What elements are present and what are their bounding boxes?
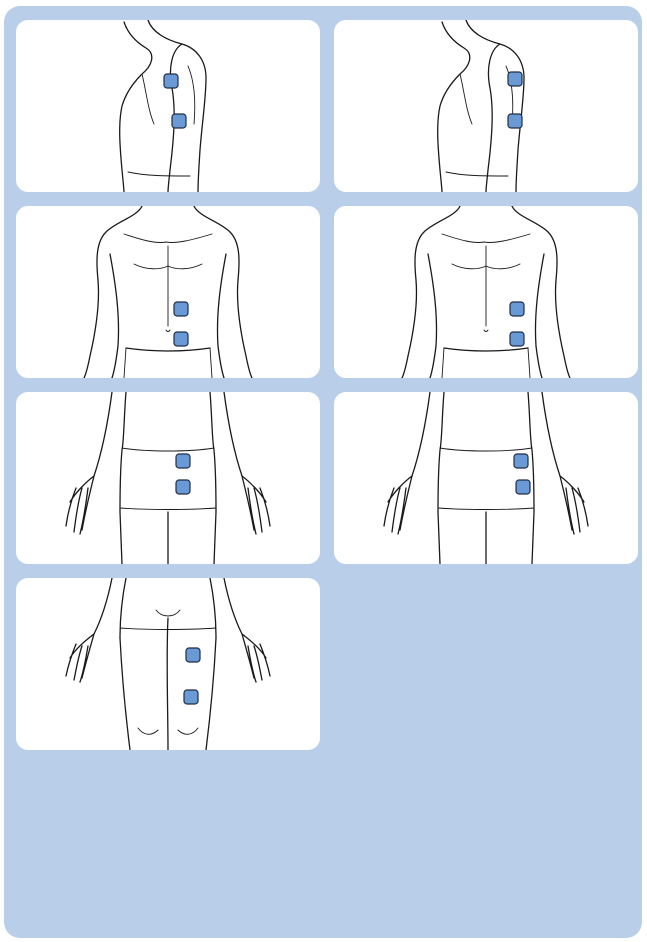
electrode-pad [510,302,524,316]
electrode-pad [174,332,188,346]
electrode-pad [184,690,198,704]
side-view-figure [16,20,320,192]
electrode-pad [508,72,522,86]
hips-figure [334,392,638,564]
panel-hip-left [16,392,320,564]
hips-figure [16,392,320,564]
electrode-pad [172,114,186,128]
electrode-pad [176,480,190,494]
electrode-pad [508,114,522,128]
electrode-pad [176,454,190,468]
electrode-pad [164,74,178,88]
side-view-figure [334,20,638,192]
electrode-pad [514,454,528,468]
thigh-figure [16,578,320,750]
electrode-placement-sheet [4,6,642,938]
electrode-pad [174,302,188,316]
torso-figure [334,206,638,378]
torso-figure [16,206,320,378]
panel-upper-arm-back [334,20,638,192]
panel-abdomen-left [16,206,320,378]
panel-thigh [16,578,320,750]
panel-hip-right [334,392,638,564]
electrode-pad [516,480,530,494]
electrode-pad [186,648,200,662]
panel-abdomen-right [334,206,638,378]
panel-upper-arm-front [16,20,320,192]
electrode-pad [510,332,524,346]
